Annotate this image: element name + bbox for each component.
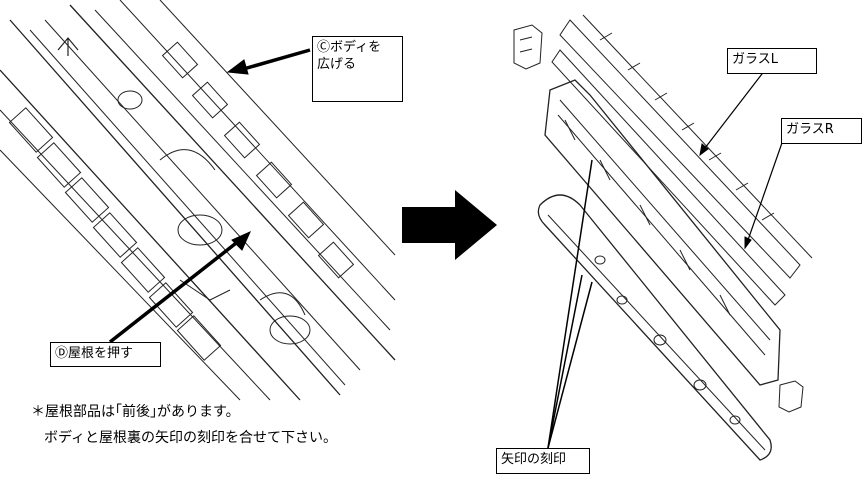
leader-lines xyxy=(108,48,784,449)
callout-widen-body: Ⓒボディを 広げる xyxy=(312,36,403,102)
body-closeup-illustration xyxy=(0,0,396,401)
callout-push-roof: Ⓓ屋根を押す xyxy=(50,342,161,367)
note-line-1: ＊屋根部品は｢前後｣があります。 xyxy=(31,404,240,420)
callout-arrow-marks: 矢印の刻印 xyxy=(496,448,590,474)
note-line-2: ボディと屋根裏の矢印の刻印を合せて下さい。 xyxy=(44,430,338,446)
callout-glass-r: ガラスR xyxy=(781,118,862,144)
direction-arrow xyxy=(402,190,497,260)
exploded-assembly-illustration xyxy=(513,14,813,461)
callout-glass-l: ガラスL xyxy=(727,48,817,74)
